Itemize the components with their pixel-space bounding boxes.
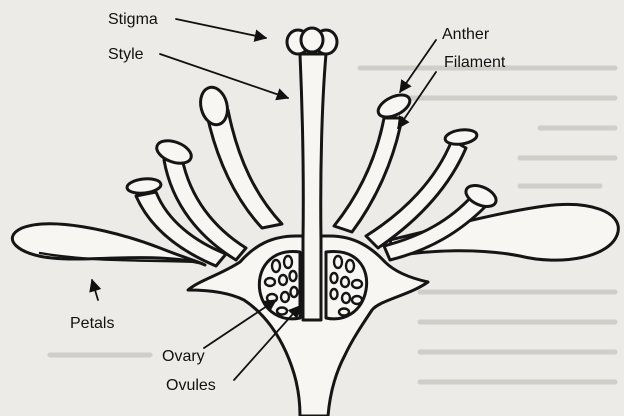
filament-label: Filament <box>444 54 506 71</box>
style <box>300 54 326 320</box>
ovary-pointer <box>204 300 276 348</box>
stamen-left-3 <box>197 84 282 228</box>
stigma-label: Stigma <box>108 11 158 28</box>
petals-label: Petals <box>70 315 114 332</box>
anther-label: Anther <box>442 26 490 43</box>
style-label: Style <box>108 46 144 63</box>
stigma-pointer <box>176 19 266 38</box>
petals-pointer <box>92 280 98 300</box>
stigma <box>287 28 337 54</box>
style-pointer <box>160 54 288 98</box>
ovules-label: Ovules <box>166 377 216 394</box>
ovary-label: Ovary <box>162 348 205 365</box>
